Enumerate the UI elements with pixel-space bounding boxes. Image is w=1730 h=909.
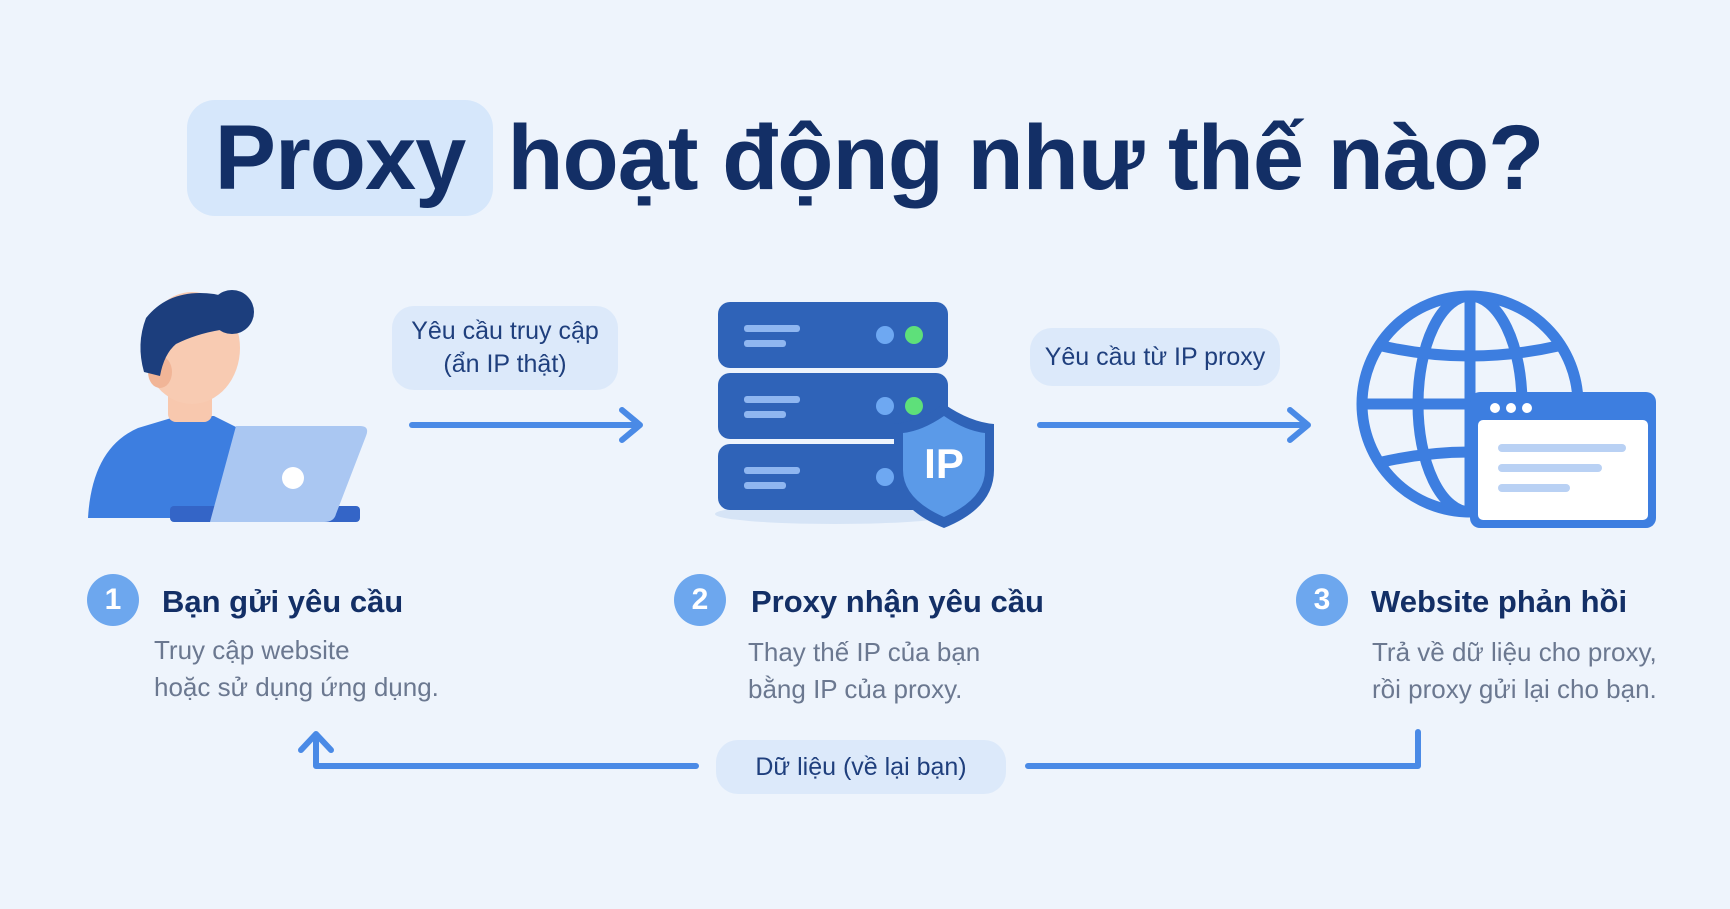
arrow-proxy-to-website: [1037, 407, 1311, 443]
step-2-description: Thay thế IP của bạn bằng IP của proxy.: [748, 634, 980, 708]
step-1-desc-line-1: Truy cập website: [154, 635, 350, 665]
step-2-number: 2: [674, 574, 726, 626]
proxy-request-label: Yêu cầu từ IP proxy: [1030, 328, 1280, 386]
request-label: Yêu cầu truy cập (ẩn IP thật): [392, 306, 618, 390]
server-unit-bottom: [718, 444, 948, 510]
step-1-number: 1: [87, 574, 139, 626]
title-highlight: Proxy: [186, 100, 494, 216]
request-label-line-1: Yêu cầu truy cập: [411, 317, 599, 345]
arrow-user-to-proxy: [409, 407, 643, 443]
step-2-title: Proxy nhận yêu cầu: [751, 584, 1044, 619]
server-unit-middle: [718, 373, 948, 439]
step-1-description: Truy cập website hoặc sử dụng ứng dụng.: [154, 632, 439, 706]
step-1-title: Bạn gửi yêu cầu: [162, 584, 404, 619]
proxy-request-label-text: Yêu cầu từ IP proxy: [1044, 342, 1266, 371]
browser-window-icon: [1470, 392, 1656, 528]
step-3-desc-line-1: Trả về dữ liệu cho proxy,: [1372, 637, 1657, 667]
step-3-title: Website phản hồi: [1371, 584, 1628, 619]
arrow-return-data: [298, 729, 1421, 769]
request-label-line-2: (ẩn IP thật): [443, 350, 567, 378]
shield-ip-badge: IP: [924, 440, 964, 487]
shield-icon: [894, 404, 994, 528]
return-data-label: Dữ liệu (về lại bạn): [716, 740, 1006, 794]
server-unit-top: [718, 302, 948, 368]
step-3-description: Trả về dữ liệu cho proxy, rồi proxy gửi …: [1372, 634, 1657, 708]
step-1-desc-line-2: hoặc sử dụng ứng dụng.: [154, 672, 439, 702]
step-3-desc-line-2: rồi proxy gửi lại cho bạn.: [1372, 674, 1657, 704]
return-data-label-text: Dữ liệu (về lại bạn): [755, 752, 967, 781]
title-rest: hoạt động như thế nào?: [507, 107, 1544, 209]
step-3-number: 3: [1296, 574, 1348, 626]
step-2-desc-line-1: Thay thế IP của bạn: [748, 637, 981, 667]
step-2-desc-line-2: bằng IP của proxy.: [748, 674, 963, 704]
